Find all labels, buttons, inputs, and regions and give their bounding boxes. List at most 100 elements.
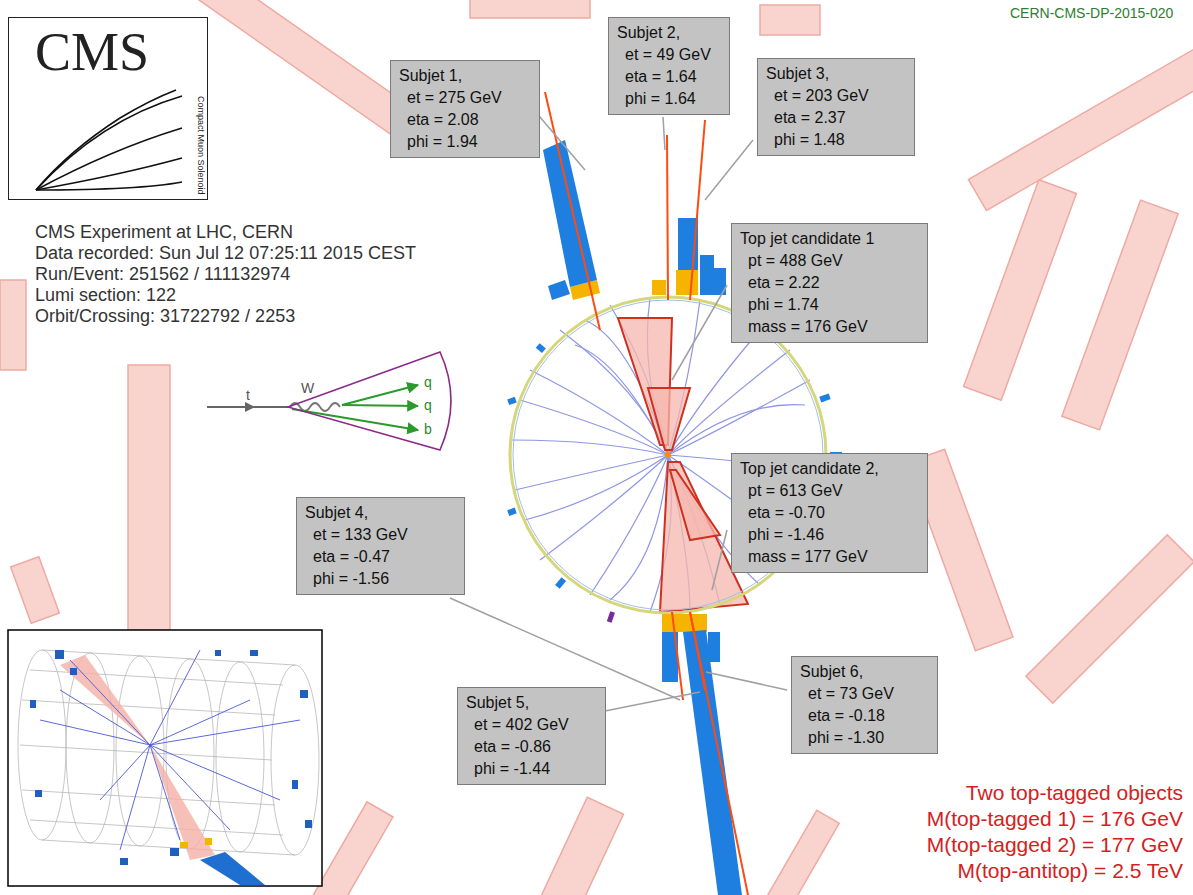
- box-heading: Subjet 4,: [305, 502, 456, 524]
- box-heading: Subjet 3,: [766, 63, 906, 85]
- subjet-info-box: Subjet 2,et = 49 GeVeta = 1.64phi = 1.64: [608, 17, 730, 115]
- cms-logo-art: [8, 17, 208, 200]
- calorimeter-towers: [662, 614, 707, 632]
- art-part: [42, 840, 295, 855]
- art-part: [215, 650, 221, 656]
- detector-tracks: [512, 440, 668, 455]
- muon-chambers: [128, 365, 170, 630]
- art-part: [30, 670, 283, 685]
- logo-title: CMS: [35, 22, 149, 82]
- box-value: et = 133 GeV: [305, 524, 456, 546]
- box-value: phi = 1.74: [740, 294, 919, 316]
- muon-chambers: [470, 0, 590, 18]
- box-value: et = 203 GeV: [766, 85, 906, 107]
- run-info: Data recorded: Sun Jul 12 07:25:11 2015 …: [35, 242, 416, 264]
- feynman-sketch: [288, 352, 451, 450]
- calorimeter-towers: [683, 630, 742, 895]
- muon-chambers: [1062, 200, 1178, 430]
- run-info: Lumi section: 122: [35, 284, 176, 306]
- box-value: eta = 2.22: [740, 272, 919, 294]
- subjet-info-box: Subjet 6,et = 73 GeVeta = -0.18phi = -1.…: [791, 656, 938, 754]
- muon-chambers: [0, 280, 26, 370]
- box-value: eta = -0.47: [305, 546, 456, 568]
- box-value: phi = -1.30: [800, 727, 929, 749]
- mass-summary: Two top-tagged objects: [966, 780, 1183, 805]
- art-part: [30, 650, 312, 865]
- muon-chambers: [767, 810, 840, 895]
- art-part: [70, 668, 77, 675]
- art-part: [30, 700, 36, 708]
- mass-summary: M(top-tagged 2) = 177 GeV: [927, 832, 1183, 857]
- detector-tracks: [610, 455, 668, 600]
- box-value: pt = 488 GeV: [740, 250, 919, 272]
- art-part: [271, 665, 319, 855]
- inset-3d-view: [8, 630, 322, 886]
- muon-chambers: [760, 5, 820, 35]
- subjet-info-box: Subjet 4,et = 133 GeVeta = -0.47phi = -1…: [296, 497, 465, 595]
- cms-logo-art: [8, 17, 208, 200]
- mass-summary: M(top-tagged 1) = 176 GeV: [927, 806, 1183, 831]
- logo-subtitle: Compact Muon Solenoid: [196, 96, 206, 195]
- feynman-sketch: [245, 402, 255, 412]
- box-value: et = 73 GeV: [800, 683, 929, 705]
- box-value: et = 402 GeV: [466, 714, 597, 736]
- art-part: [36, 96, 182, 190]
- art-part: [557, 579, 563, 587]
- muon-chambers: [964, 180, 1077, 400]
- particle-label: t: [246, 387, 250, 404]
- art-part: [150, 745, 180, 840]
- calorimeter-towers: [543, 140, 597, 287]
- leader-lines: [663, 117, 665, 150]
- art-part: [150, 700, 250, 745]
- box-value: eta = 2.08: [399, 109, 531, 131]
- box-value: phi = -1.46: [740, 524, 919, 546]
- feynman-sketch: [207, 352, 451, 450]
- box-value: phi = 1.64: [617, 88, 721, 110]
- particle-label: b: [424, 421, 432, 438]
- art-part: [40, 650, 300, 850]
- art-part: [36, 90, 176, 190]
- art-part: [22, 700, 275, 715]
- art-part: [150, 720, 300, 745]
- jet-cones: [648, 388, 690, 450]
- subjet-axes: [690, 120, 705, 300]
- art-part: [150, 745, 230, 830]
- art-part: [508, 510, 516, 513]
- leader-lines: [706, 672, 787, 690]
- box-value: eta = 1.64: [617, 66, 721, 88]
- muon-chambers: [968, 49, 1193, 210]
- jet-cones: [670, 470, 720, 540]
- subjet-info-box: Top jet candidate 2,pt = 613 GeVeta = -0…: [731, 453, 928, 573]
- subjet-info-box: Top jet candidate 1pt = 488 GeVeta = 2.2…: [731, 223, 928, 343]
- art-part: [70, 660, 150, 745]
- leader-lines: [450, 110, 787, 712]
- box-value: mass = 177 GeV: [740, 546, 919, 568]
- detector-tracks: [520, 400, 668, 455]
- box-value: phi = -1.56: [305, 568, 456, 590]
- leader-lines: [705, 140, 753, 200]
- run-info: Orbit/Crossing: 31722792 / 2253: [35, 305, 295, 327]
- box-value: eta = 2.37: [766, 107, 906, 129]
- calorimeter-towers: [609, 612, 612, 622]
- subjet-info-box: Subjet 3,et = 203 GeVeta = 2.37phi = 1.4…: [757, 58, 915, 156]
- art-part: [180, 842, 188, 848]
- subjet-axes: [667, 135, 668, 300]
- feynman-sketch: [342, 385, 418, 405]
- box-heading: Subjet 5,: [466, 692, 597, 714]
- box-value: et = 275 GeV: [399, 87, 531, 109]
- document-id: CERN-CMS-DP-2015-020: [1010, 5, 1173, 22]
- art-part: [36, 90, 182, 190]
- box-value: phi = -1.44: [466, 758, 597, 780]
- art-part: [35, 790, 42, 797]
- run-info: Run/Event: 251562 / 111132974: [35, 263, 290, 285]
- art-part: [55, 650, 64, 659]
- box-value: phi = 1.48: [766, 129, 906, 151]
- leader-lines: [672, 285, 727, 380]
- particle-label: q: [424, 397, 432, 414]
- particle-label: q: [424, 374, 432, 391]
- subjet-axes: [545, 92, 600, 330]
- leader-lines: [600, 692, 700, 712]
- muon-chambers: [11, 557, 60, 624]
